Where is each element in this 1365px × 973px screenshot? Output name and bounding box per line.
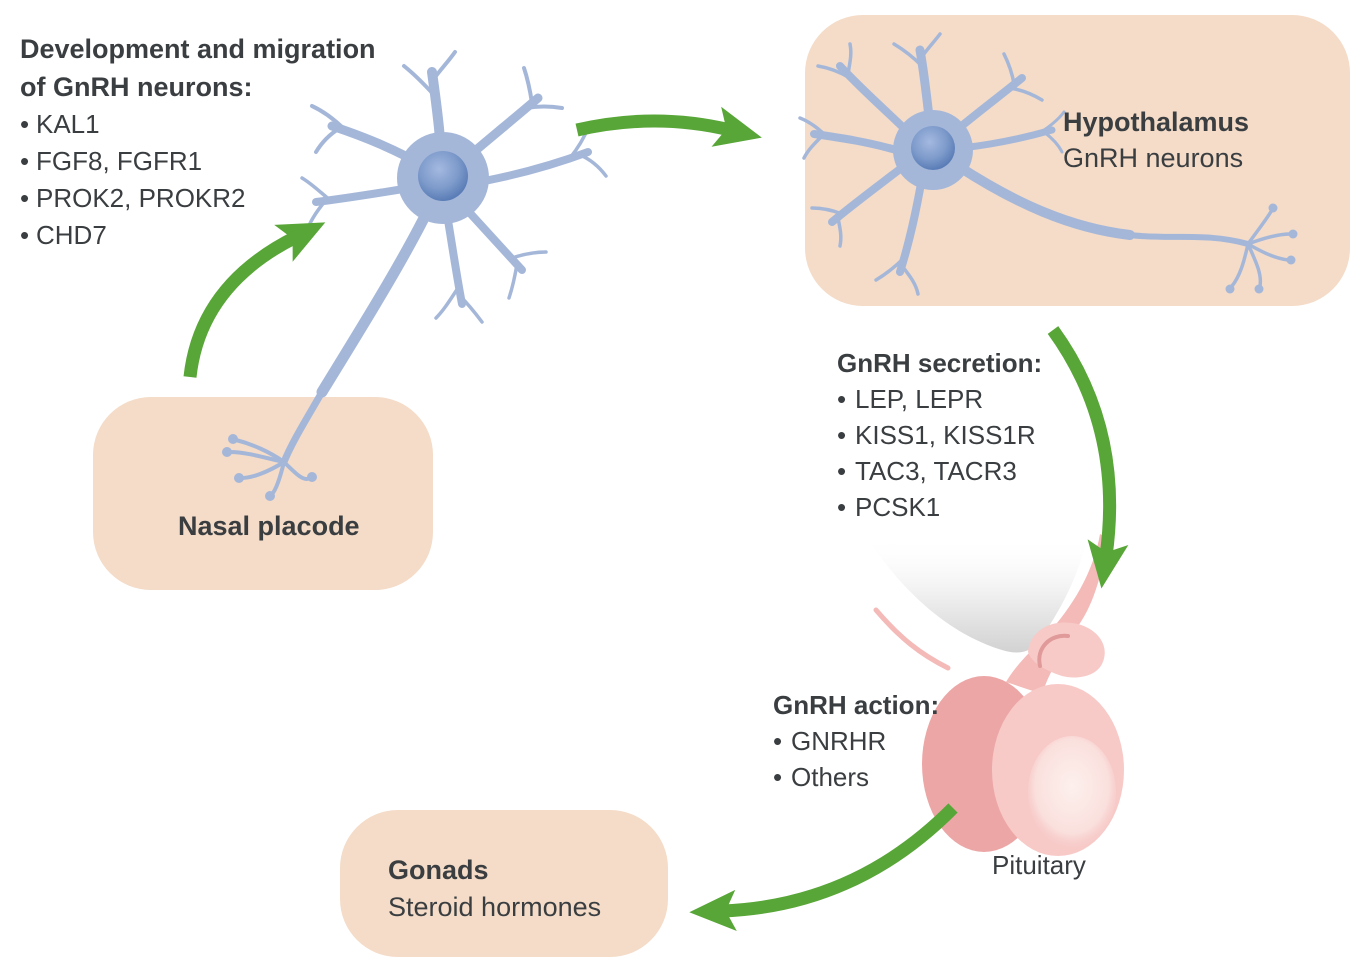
- development-gene-list: KAL1 FGF8, FGFR1 PROK2, PROKR2 CHD7: [20, 106, 376, 254]
- list-item: PROK2, PROKR2: [20, 180, 376, 217]
- action-gene-list: GNRHR Others: [773, 723, 939, 795]
- gonads-label-block: Gonads Steroid hormones: [388, 852, 601, 926]
- list-item: GNRHR: [773, 723, 939, 759]
- action-title: GnRH action:: [773, 690, 940, 720]
- gnrh-action-block: GnRH action: GNRHR Others: [773, 687, 939, 795]
- gonads-subtitle: Steroid hormones: [388, 892, 602, 922]
- list-item: LEP, LEPR: [837, 381, 1042, 417]
- list-item: KISS1, KISS1R: [837, 417, 1042, 453]
- hypothalamus-label-block: Hypothalamus GnRH neurons: [1063, 104, 1249, 176]
- nasal-placode-label: Nasal placode: [178, 511, 360, 541]
- development-title-line2: of GnRH neurons:: [20, 72, 253, 102]
- nasal-placode-box: [93, 397, 433, 590]
- list-item: Others: [773, 759, 939, 795]
- nasal-to-neuron-arrow: [183, 222, 326, 378]
- hypothalamus-subtitle: GnRH neurons: [1063, 143, 1244, 173]
- gonads-title: Gonads: [388, 855, 489, 885]
- gonads-box: [340, 810, 668, 957]
- hypothalamus-title: Hypothalamus: [1063, 107, 1250, 137]
- list-item: KAL1: [20, 106, 376, 143]
- development-migration-block: Development and migration of GnRH neuron…: [20, 30, 376, 254]
- hypothalamus-neuron-icon: [798, 32, 1298, 296]
- list-item: PCSK1: [837, 489, 1042, 525]
- hypothalamus-to-pituitary-arrow: [1047, 326, 1129, 589]
- secretion-title: GnRH secretion:: [837, 348, 1043, 378]
- pituitary-label: Pituitary: [992, 850, 1086, 880]
- neuron-to-hypothalamus-arrow: [575, 106, 762, 147]
- gnrh-secretion-block: GnRH secretion: LEP, LEPR KISS1, KISS1R …: [837, 345, 1042, 525]
- list-item: TAC3, TACR3: [837, 453, 1042, 489]
- secretion-gene-list: LEP, LEPR KISS1, KISS1R TAC3, TACR3 PCSK…: [837, 381, 1042, 525]
- pituitary-to-gonads-arrow: [689, 803, 958, 932]
- list-item: FGF8, FGFR1: [20, 143, 376, 180]
- development-title-line1: Development and migration: [20, 34, 376, 64]
- list-item: CHD7: [20, 217, 376, 254]
